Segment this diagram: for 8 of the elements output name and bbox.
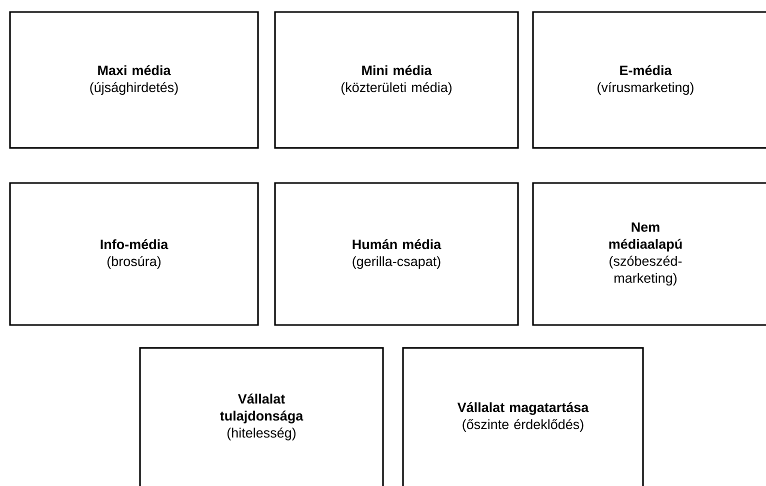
media-box: Vállalat magatartása (őszinte érdeklődés) bbox=[402, 347, 644, 486]
media-box: Humán média (gerilla-csapat) bbox=[274, 182, 519, 326]
media-box: Info-média (brosúra) bbox=[9, 182, 259, 326]
media-box: Maxi média (újsághirdetés) bbox=[9, 11, 259, 149]
media-box: Nem médiaalapú (szóbeszéd-marketing) bbox=[532, 182, 766, 326]
media-box: Mini média (közterületi média) bbox=[274, 11, 519, 149]
media-box: E-média (vírusmarketing) bbox=[532, 11, 766, 149]
media-box: Vállalat tulajdonsága (hitelesség) bbox=[139, 347, 384, 486]
